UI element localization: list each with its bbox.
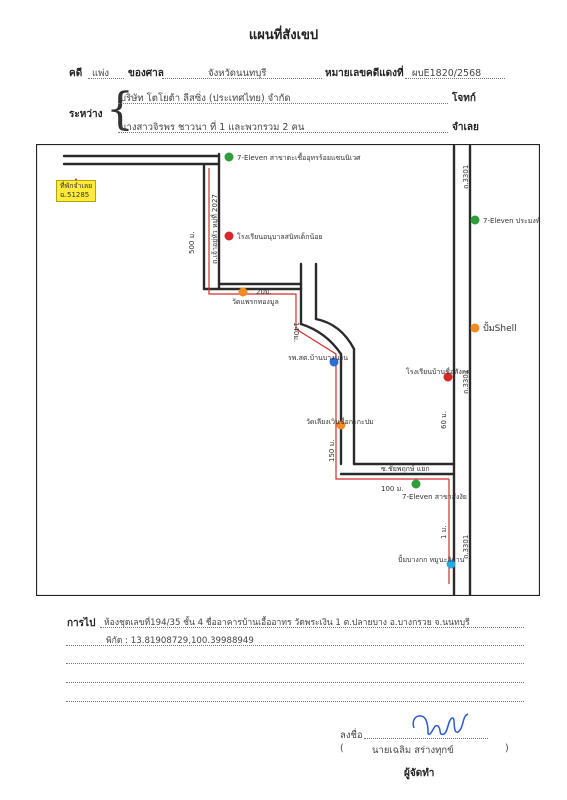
distance-140: 140ม.: [292, 322, 300, 342]
distance-20: 20ม.: [256, 288, 272, 296]
court-label: ของศาล: [128, 68, 164, 79]
route-line-2: พิกัด : 13.81908729,100.39988949: [106, 636, 254, 646]
target-note-line1: ที่พักจำเลย: [60, 182, 93, 190]
poi-school-right-label: โรงเรียนบ้านชื่อสังกด: [406, 367, 471, 376]
poi-school-right-marker: [443, 372, 453, 382]
signature-scribble-icon: [412, 713, 469, 736]
route-line-a: [208, 168, 449, 480]
poi-pump-bottom-marker: [446, 559, 456, 569]
plaintiff-name: บริษัท โตโยต้า ลีสซิ่ง (ประเทศไทย) จำกัด: [120, 93, 291, 104]
target-note: ที่พักจำเลย ฉ.51285: [56, 180, 97, 202]
plaintiff-role: โจทก์: [452, 93, 476, 104]
poi-711-top-marker: [224, 152, 234, 162]
poi-school-label: โรงเรียนอนุบาลสนิทเด็กน้อย: [237, 232, 323, 241]
road-label-left: ถ.เจ้าอยู่หัว หมู่ที่ 2027: [210, 194, 219, 264]
distance-60: 60 ม.: [440, 411, 448, 429]
route-label: การไป: [67, 618, 96, 629]
case-type: แพ่ง: [92, 68, 110, 79]
distance-100: 100 ม.: [381, 485, 403, 493]
road-label-right-mid: ถ.3301: [462, 370, 470, 394]
sketch-map: ถ.เจ้าอยู่หัว หมู่ที่ 2027 ถ.3301 ถ.3301…: [36, 144, 540, 596]
distance-500: 500 ม.: [188, 232, 196, 254]
poi-711-bottom-marker: [411, 479, 421, 489]
map-frame: [36, 144, 540, 596]
poi-temple-marker: [238, 287, 248, 297]
distance-150: 150 ม.: [328, 440, 336, 462]
poi-pump-bottom-label: ปั้มบางกก หมูนะลิยาน: [398, 553, 465, 564]
name-open-paren: (: [340, 743, 344, 754]
poi-711-right-label: 7-Eleven ประมงทันดด: [483, 217, 540, 225]
red-case-number: ผบE1820/2568: [412, 68, 482, 79]
road-diagonal-a: [299, 322, 343, 356]
road-network: [62, 144, 472, 596]
poi-school-marker: [224, 231, 234, 241]
court-name: จังหวัดนนทบุรี: [208, 68, 267, 79]
target-note-line2: ฉ.51285: [60, 191, 90, 199]
distance-bottom-right: 1 ม.: [440, 525, 448, 539]
between-label: ระหว่าง: [69, 109, 103, 120]
road-label-bottom: ซ.ชัยพฤกษ์ แยก: [381, 465, 430, 473]
road-label-right-bottom: ถ.3301: [462, 535, 470, 559]
case-label: คดี: [69, 68, 83, 79]
poi-hospital-label: รพ.สต.บ้านบางนาน: [288, 354, 348, 362]
brace-icon: {: [106, 84, 134, 135]
route-line-1: ห้องชุดเลขที่194/35 ชั้น 4 ชื่ออาคารบ้าน…: [104, 618, 470, 628]
poi-711-top-label: 7-Eleven สาขาตะเชื้ออุทรร้อยแซนนิเวศ: [237, 151, 361, 162]
signed-label: ลงชื่อ: [340, 730, 363, 741]
poi-711-right-marker: [470, 215, 480, 225]
poi-shell-marker: [470, 323, 480, 333]
signer-name: นายเฉลิม สร่างทุกข์: [372, 745, 454, 756]
name-close-paren: ): [505, 743, 509, 754]
defendant-role: จำเลย: [452, 122, 479, 133]
poi-shell-label: ปั้มShell: [483, 321, 517, 334]
page-title: แผนที่สังเขป: [248, 28, 319, 43]
poi-temple-label: วัดแพรกทองมูล: [232, 298, 279, 306]
poi-gas-left-label: วัดเลียงเวินชื่อกะกะปม: [306, 417, 374, 426]
road-diagonal-b: [314, 317, 356, 351]
road-label-right-top: ถ.3301: [462, 165, 470, 189]
defendant-name: นางสาวจิรพร ชาวนา ที่ 1 และพวกรวม 2 คน: [120, 122, 305, 133]
red-case-label: หมายเลขคดีแดงที่: [325, 68, 404, 79]
signer-role: ผู้จัดทำ: [404, 768, 435, 779]
poi-hospital-marker: [329, 357, 339, 367]
poi-gas-left-marker: [336, 420, 346, 430]
poi-711-bottom-label: 7-Eleven สาขาสังงัย: [402, 493, 467, 501]
